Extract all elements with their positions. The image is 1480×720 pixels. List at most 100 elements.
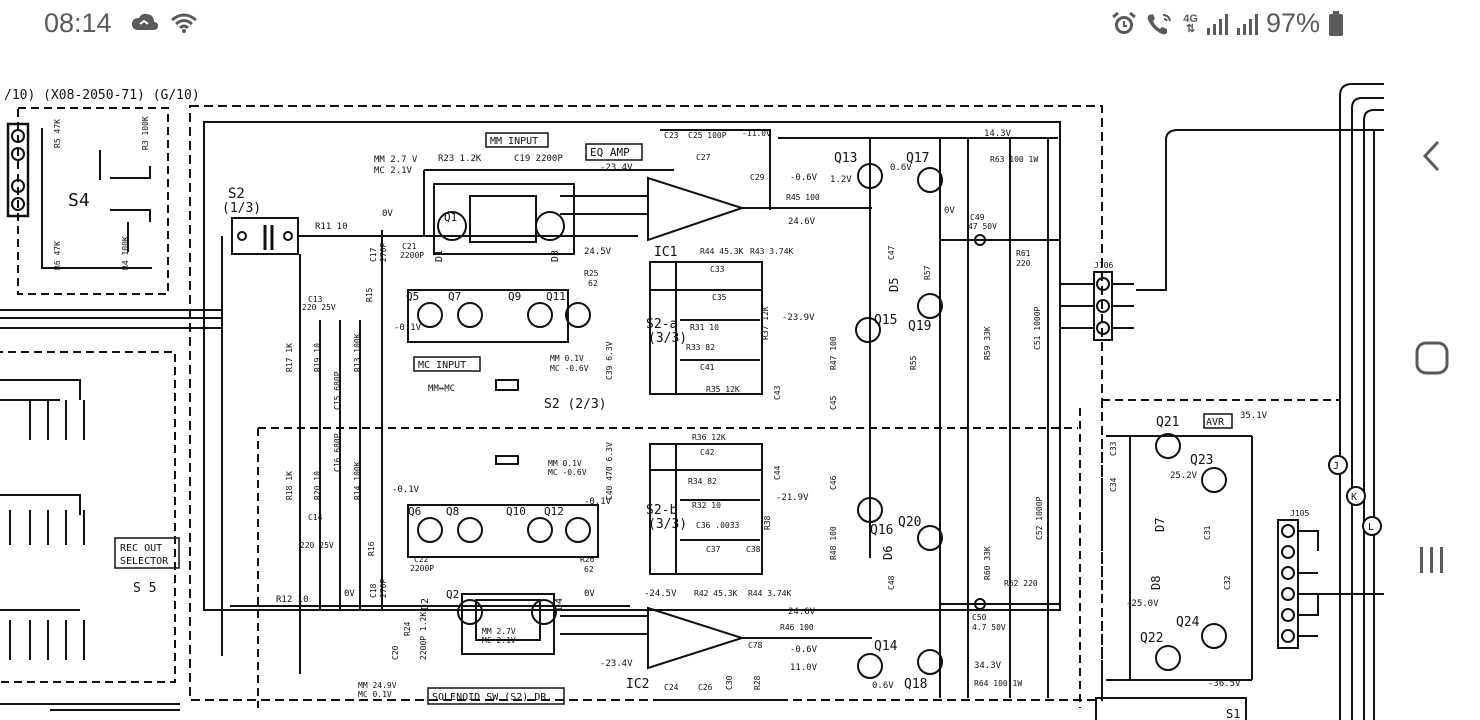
transistor-q2: [457, 599, 483, 625]
d4-label: D4: [554, 598, 565, 610]
s5-wiring-1: [0, 379, 85, 440]
connector-j: [1328, 455, 1348, 475]
terminal: [1281, 545, 1295, 559]
r45-label: R45 100: [786, 193, 820, 202]
d5-label: D5: [887, 278, 901, 292]
voltage-label: -0.1V: [392, 485, 420, 495]
r26-value: 62: [584, 565, 594, 574]
q2-label: Q2: [446, 588, 459, 601]
connector-j-label: J: [1333, 461, 1339, 472]
r62-label: R62 220: [1004, 579, 1038, 588]
terminal: [11, 179, 25, 193]
r32-label: R32 10: [692, 501, 721, 510]
c37-label: C37: [706, 545, 721, 554]
s1-box: [1095, 697, 1247, 720]
inner-frame: [203, 121, 1061, 611]
solenoid-contact: [495, 379, 519, 391]
q10-label: Q10: [506, 505, 526, 518]
c52-label: C52 1000P: [1035, 496, 1044, 540]
c14-label: C14: [308, 513, 323, 522]
power-supply-outline: [1079, 399, 1340, 708]
switch-s2-label: S2: [228, 186, 245, 202]
terminal: [1281, 566, 1295, 580]
r36-label: R36 12K: [692, 433, 726, 442]
voltage-label: MC -0.6V: [548, 468, 587, 477]
input-stage-frame: [407, 289, 569, 343]
transistor-q24: [1201, 623, 1227, 649]
transistor-q18: [917, 649, 943, 675]
c17-value: 270P: [379, 243, 388, 262]
mm-input-box: [485, 132, 549, 148]
solenoid-contact: [495, 455, 519, 465]
q22-label: Q22: [1140, 631, 1163, 646]
r48-label: R48 100: [829, 526, 838, 560]
voltage-label: 0V: [344, 589, 355, 599]
c21-label: C21: [402, 242, 417, 251]
c43-label: C43: [773, 385, 782, 400]
solenoid-label: SOLENOID SW (S2) DR.: [432, 692, 552, 703]
q13-label: Q13: [834, 151, 857, 166]
schematic-image-viewer[interactable]: /10) (X08-2050-71) (G/10) S4 R5 47K R6 4…: [0, 48, 1384, 720]
transistor-q2b: [531, 599, 557, 625]
q14-label: Q14: [874, 639, 898, 654]
j105-connector: [1277, 519, 1299, 649]
terminal: [11, 147, 25, 161]
battery-percent: 97%: [1265, 8, 1320, 38]
home-button[interactable]: [1408, 334, 1456, 382]
lower-input-stage-frame: [407, 504, 599, 558]
ic1-wiring: [560, 129, 872, 215]
recents-icon: [1420, 547, 1443, 573]
q24-label: Q24: [1176, 615, 1200, 630]
voltage-label: MC 2.1V: [374, 166, 413, 176]
ic1-opamp: [647, 176, 746, 242]
rec-out-label: REC OUT: [120, 543, 162, 554]
c50-value: 4.7 50V: [972, 623, 1006, 632]
q6-label: Q6: [408, 505, 421, 518]
voltage-label: 0V: [944, 206, 955, 216]
voltage-label: 24.6V: [788, 607, 816, 617]
q19-label: Q19: [908, 319, 931, 334]
c15-label: C15 680P: [333, 371, 342, 410]
data-arrows-icon: ⇅: [1186, 22, 1196, 35]
r61-label: R61: [1016, 249, 1031, 258]
voltage-label: 0V: [382, 209, 393, 219]
r25-label: R25: [584, 269, 599, 278]
s2a-label: S2-a: [646, 317, 677, 332]
d6-label: D6: [881, 546, 895, 560]
q1-inner: [469, 195, 537, 243]
s2-23-label: S2 (2/3): [544, 397, 607, 412]
r38-label: R38: [763, 515, 772, 530]
voltage-label: 25.2V: [1170, 471, 1198, 481]
voltage-label: -23.4V: [600, 163, 633, 173]
back-button[interactable]: [1408, 132, 1456, 180]
selector-label: SELECTOR: [120, 556, 169, 567]
s5-wiring-3: [0, 609, 85, 660]
q16-label: Q16: [870, 523, 893, 538]
mm-input-label: MM INPUT: [490, 136, 538, 147]
q8-label: Q8: [446, 505, 459, 518]
r60-label: R60 33K: [983, 546, 992, 580]
terminal: [11, 197, 25, 211]
r28-label: R28: [753, 675, 762, 690]
r12-label: R12 10: [276, 595, 309, 605]
battery-icon: [1329, 10, 1343, 36]
r18-label: R18 1K: [285, 471, 294, 500]
voltage-label: MM 2.7 V: [374, 155, 418, 165]
output-wire: [1136, 129, 1384, 291]
c38-label: C38: [746, 545, 761, 554]
s5-dashed-box: [0, 351, 176, 683]
home-icon: [1415, 341, 1449, 375]
circuit-schematic[interactable]: /10) (X08-2050-71) (G/10) S4 R5 47K R6 4…: [0, 48, 1384, 720]
c36-label: C36 .0033: [696, 521, 740, 530]
voltage-label: -23.4V: [600, 659, 633, 669]
r64-label: R64 100 1W: [974, 679, 1022, 688]
connector-l-label: L: [1368, 522, 1374, 533]
s2b-wiring: [650, 444, 762, 574]
terminal: [237, 231, 247, 241]
r31-label: R31 10: [690, 323, 719, 332]
r47-label: R47 100: [829, 336, 838, 370]
terminal: [1096, 277, 1110, 291]
voltage-label: -36.5V: [1208, 679, 1241, 689]
recents-button[interactable]: [1408, 536, 1456, 584]
rec-out-selector-box: [114, 537, 180, 569]
